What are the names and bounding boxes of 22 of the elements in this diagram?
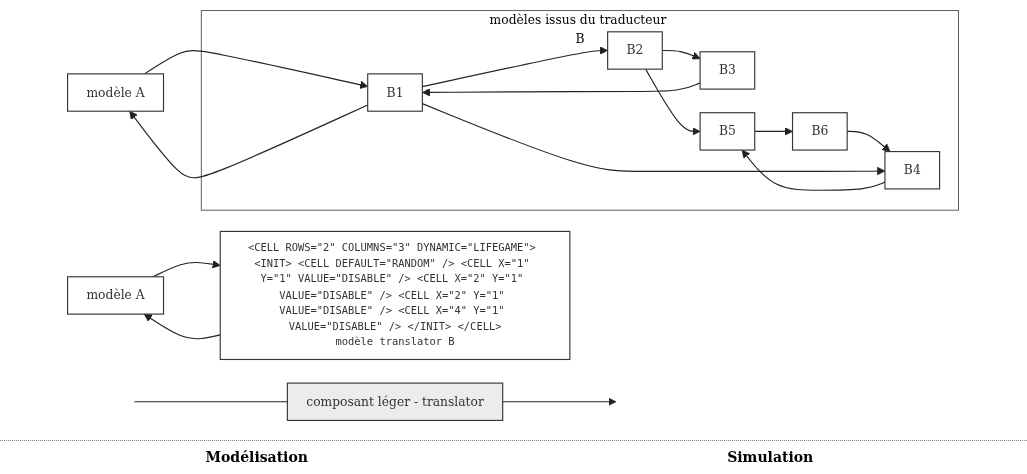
arrow	[645, 68, 701, 136]
arrow	[129, 103, 369, 178]
node-box	[67, 72, 165, 112]
node-box	[607, 30, 664, 70]
section-heading: Modélisation	[204, 448, 309, 465]
arrow	[662, 49, 701, 59]
section-heading: Simulation	[726, 448, 815, 465]
arrow	[422, 45, 609, 87]
node-box	[884, 150, 941, 189]
cluster	[201, 9, 960, 211]
diagram-drawing: modèles issus du traducteur B modèle A <CELL ROWS="2" COLUMNS="3" DYNAMIC="LIFEGAME"> <INIT> <CELL DEFAULT="RANDOM" /> <CELL X="1" Y="1" VALUE="DISABLE" /> <CELL X="2" Y="1" VALUE="DISABLE" /> <CELL X="2" Y="1" VALUE="DISABLE" /> <CELL X="4" Y="1" VALUE="DISABLE" /> </INIT> </CELL> modèle translator B composant léger - translator modèle A B1 B2 B3 B4 B5 B6	[60, 2, 967, 428]
node-box	[792, 111, 849, 151]
node-box	[287, 382, 504, 421]
node-box	[699, 50, 756, 90]
node-box	[220, 230, 571, 360]
arrow	[847, 130, 891, 152]
arrow	[742, 149, 886, 191]
node-box	[67, 275, 165, 315]
node-box	[699, 111, 756, 151]
arrow	[144, 49, 369, 89]
arrow	[422, 102, 886, 175]
node-box	[367, 72, 424, 112]
